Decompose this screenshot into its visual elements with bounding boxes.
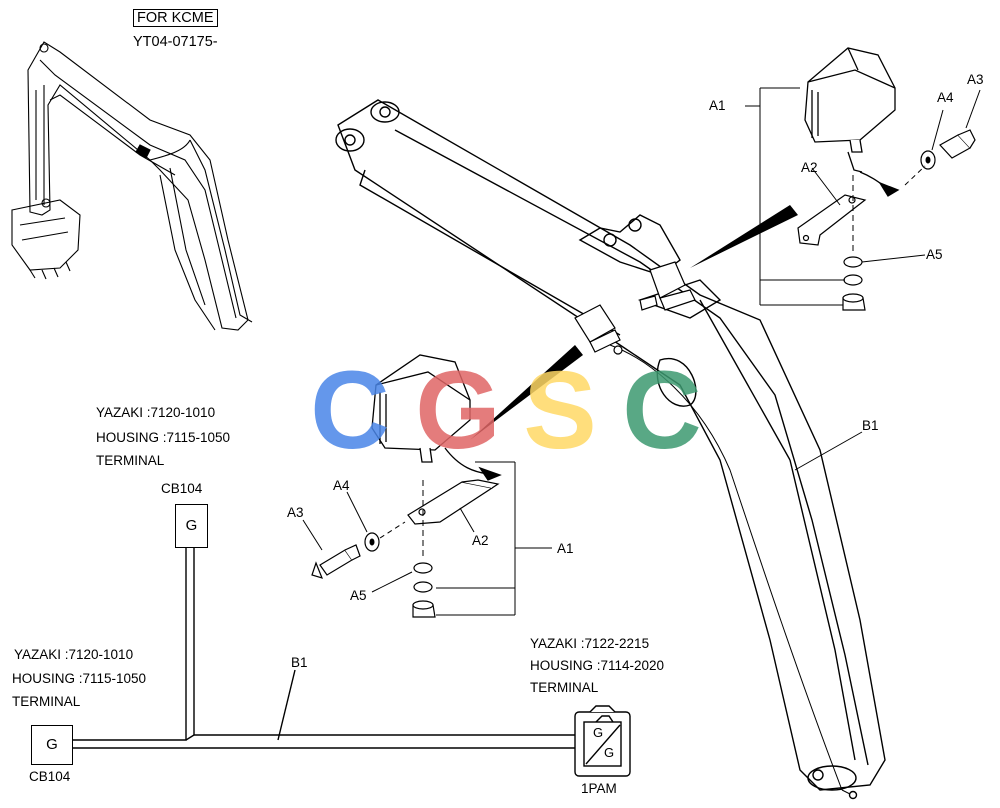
watermark-letter-4: C	[622, 349, 701, 472]
spec-bottom-left-housing: HOUSING :7115-1050	[12, 671, 147, 686]
boom-lamp-mount-lower	[574, 304, 623, 355]
connector-1pam-body	[574, 705, 631, 777]
spec-top-left-terminal: TERMINAL	[96, 453, 165, 468]
watermark-letter-1: C	[310, 349, 389, 472]
label-a4-lower: A4	[333, 478, 350, 493]
variant-label: FOR KCME	[133, 9, 218, 27]
serial-number: YT04-07175-	[133, 34, 218, 50]
connector-glyph-top-left: G	[185, 517, 198, 534]
label-a2-lower: A2	[472, 533, 489, 548]
label-a3-upper: A3	[967, 72, 984, 87]
excavator-overview-illustration	[11, 41, 253, 331]
nut-upper	[842, 293, 866, 311]
label-a5-lower: A5	[350, 588, 367, 603]
connector-name-top-left: CB104	[161, 481, 203, 496]
spec-bottom-left-terminal: TERMINAL	[12, 694, 81, 709]
watermark-letter-2: G	[415, 349, 501, 472]
connector-name-right: 1PAM	[581, 781, 617, 796]
variant-box: FOR KCME	[133, 9, 218, 27]
spec-right-terminal: TERMINAL	[530, 680, 599, 695]
washer-a5-lower	[413, 562, 433, 574]
washer-a5-upper	[843, 256, 863, 268]
watermark-cgsc: C G S C	[310, 349, 701, 472]
spec-bottom-left-yazaki: YAZAKI :7120-1010	[14, 647, 134, 662]
label-a3-lower: A3	[287, 505, 304, 520]
label-a2-upper: A2	[801, 160, 818, 175]
work-light-upper	[804, 47, 900, 197]
bolt-a3-lower	[311, 544, 361, 579]
label-b1-boom: B1	[862, 418, 879, 433]
connector-cb104-bottom: G	[31, 725, 73, 765]
harness-b1-wiring	[72, 548, 575, 749]
nut-lower	[412, 600, 436, 618]
work-light-lower	[371, 354, 502, 481]
label-a1-lower: A1	[557, 541, 574, 556]
label-b1-harness: B1	[291, 655, 308, 670]
boom-arm-illustration	[335, 99, 886, 800]
bolt-a3-upper	[939, 129, 976, 159]
connector-glyph-right-bottom: G	[604, 745, 615, 760]
bracket-a2-upper	[797, 194, 867, 246]
spec-top-left-housing: HOUSING :7115-1050	[96, 430, 231, 445]
connector-glyph-right-top: G	[593, 725, 604, 740]
connector-name-bottom-left: CB104	[29, 769, 71, 784]
watermark-letter-3: S	[523, 349, 596, 472]
bracket-a2-lower	[407, 479, 500, 525]
connector-cb104-top: G	[175, 504, 208, 548]
spec-right-housing: HOUSING :7114-2020	[530, 658, 665, 673]
label-a4-upper: A4	[937, 90, 954, 105]
spec-top-left-yazaki: YAZAKI :7120-1010	[96, 405, 216, 420]
label-a5-upper: A5	[926, 247, 943, 262]
label-a1-upper: A1	[709, 98, 726, 113]
spec-right-yazaki: YAZAKI :7122-2215	[530, 636, 650, 651]
connector-glyph-bottom-left: G	[46, 736, 58, 753]
boom-lamp-mount-upper	[639, 261, 696, 311]
